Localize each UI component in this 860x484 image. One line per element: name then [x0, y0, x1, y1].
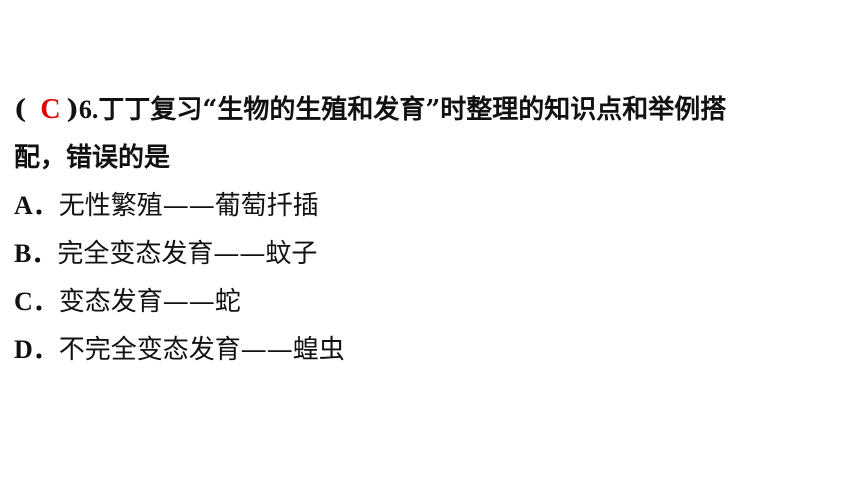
question-stem-line-2: 配，错误的是: [14, 134, 846, 182]
option-a-letter: A．: [14, 191, 59, 220]
question-block: ( C)6.丁丁复习“生物的生殖和发育”时整理的知识点和举例搭 配，错误的是 A．…: [14, 86, 846, 374]
answer-paren-open: (: [14, 95, 27, 125]
option-a-text: 无性繁殖——葡萄扦插: [58, 191, 319, 221]
option-b-text: 完全变态发育——蚊子: [57, 239, 318, 269]
option-a: A．无性繁殖——葡萄扦插: [14, 182, 846, 230]
question-stem-text-1: 丁丁复习“生物的生殖和发育”时整理的知识点和举例搭: [98, 95, 727, 125]
option-d-letter: D．: [14, 335, 59, 364]
option-d-text: 不完全变态发育——蝗虫: [58, 335, 345, 365]
option-c-text: 变态发育——蛇: [58, 287, 241, 317]
answer-letter: C: [40, 94, 61, 125]
option-d: D．不完全变态发育——蝗虫: [14, 326, 846, 374]
option-b-letter: B．: [14, 239, 58, 268]
question-number: 6.: [78, 95, 99, 124]
question-stem-line-1: ( C)6.丁丁复习“生物的生殖和发育”时整理的知识点和举例搭: [14, 86, 846, 134]
option-b: B．完全变态发育——蚊子: [14, 230, 846, 278]
answer-paren-close: ): [66, 95, 79, 125]
question-stem-text-2: 配，错误的是: [14, 143, 171, 173]
option-c-letter: C．: [14, 287, 59, 316]
option-c: C．变态发育——蛇: [14, 278, 846, 326]
